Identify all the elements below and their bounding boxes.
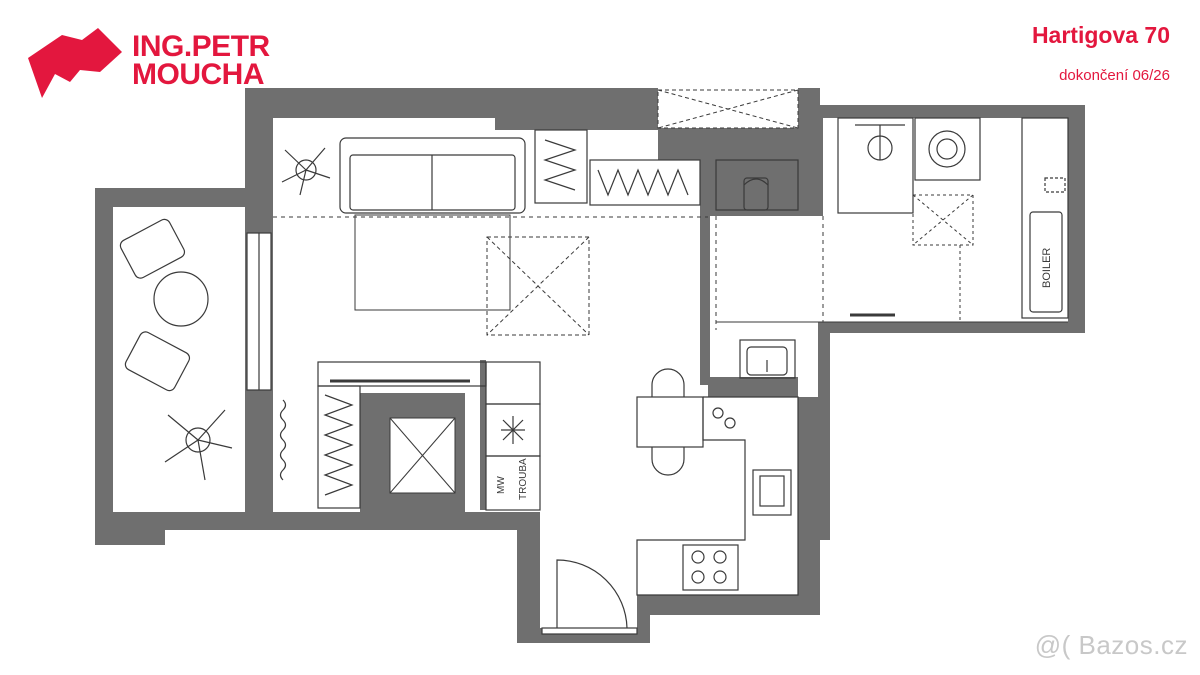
- logo-line-1: ING.PETR: [132, 30, 270, 63]
- wardrobe-top: [534, 129, 701, 206]
- kitchen-column: [389, 417, 456, 494]
- project-subtitle: dokončení 06/26: [1059, 67, 1170, 84]
- project-info: Hartigova 70 dokončení 06/26: [1032, 22, 1170, 84]
- kitchen-counter: [636, 396, 799, 596]
- balcony-furniture: [119, 218, 209, 392]
- oven-label: TROUBA: [518, 458, 529, 500]
- microwave-label: MW: [496, 476, 507, 494]
- company-logo: ING.PETR MOUCHA: [132, 30, 270, 91]
- logo-mark-icon: [28, 28, 122, 98]
- plant-icon: [164, 409, 233, 481]
- rug: [354, 214, 511, 311]
- boiler-cabinet: [1021, 117, 1069, 319]
- dryer-dashed: [912, 194, 974, 320]
- sofa: [339, 137, 526, 214]
- logo-line-2: MOUCHA: [132, 58, 264, 91]
- entry-door: [541, 559, 638, 635]
- watermark: @( Bazos.cz: [1034, 630, 1188, 660]
- top-window: [657, 89, 799, 129]
- balcony-floor: [113, 207, 245, 512]
- ceiling-skylight: [486, 236, 590, 336]
- project-title: Hartigova 70: [1031, 22, 1170, 48]
- balcony-door: [246, 232, 272, 391]
- interior-floor: [273, 118, 1068, 628]
- washbasin: [739, 339, 796, 379]
- shower: [837, 117, 914, 214]
- toilet: [715, 159, 799, 211]
- washing-machine: [914, 117, 981, 181]
- boiler-label: BOILER: [1041, 248, 1053, 288]
- kitchen-tall-units: [485, 361, 541, 511]
- plant-icon: [281, 147, 331, 196]
